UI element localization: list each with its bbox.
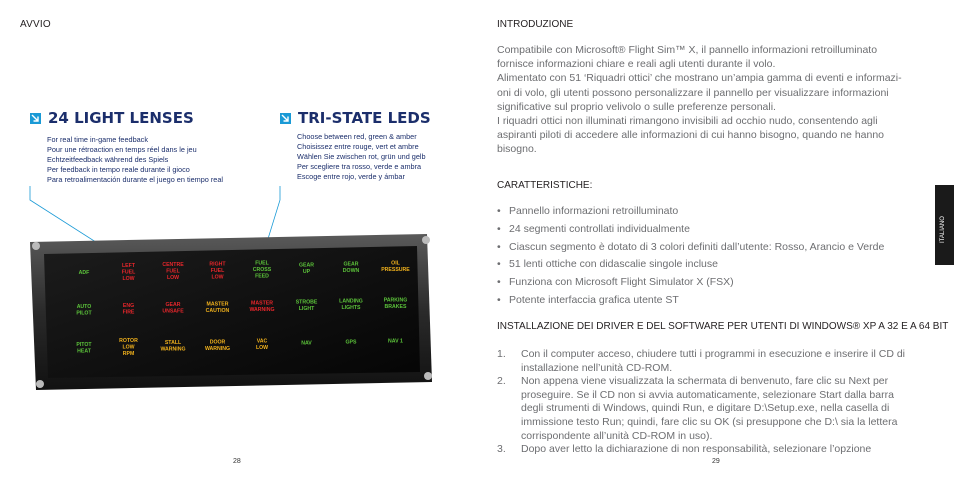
list-item: •24 segmenti controllati individualmente [497, 222, 690, 235]
feature-line: Para retroalimentación durante el juego … [47, 175, 224, 184]
language-tab-label: ITALIANO [940, 216, 946, 243]
list-item: •Pannello informazioni retroilluminato [497, 205, 679, 217]
feature-heading-light-lenses: 24 LIGHT LENSES [30, 109, 194, 127]
feature-line: Per feedback in tempo reale durante il g… [47, 165, 190, 174]
intro-line: Alimentato con 51 ‘Riquadri ottici’ che … [497, 72, 902, 85]
list-item: 1. Con il computer acceso, chiudere tutt… [497, 348, 905, 374]
feature-line: For real time in-game feedback [47, 135, 148, 144]
intro-line: oni di volo, gli utenti possono personal… [497, 86, 889, 99]
page-number: 28 [233, 458, 241, 465]
feature-line: Per scegliere tra rosso, verde e ambra [297, 162, 422, 171]
intro-line: significative sul proprio velivolo o sul… [497, 100, 776, 113]
list-item: •Ciascun segmento è dotato di 3 colori d… [497, 240, 885, 253]
install-steps: 1. Con il computer acceso, chiudere tutt… [497, 348, 937, 457]
panel-lens-label: NAV 1 [388, 339, 403, 345]
arrow-icon [280, 112, 291, 124]
arrow-icon [30, 112, 41, 124]
language-tab: ITALIANO [935, 185, 954, 265]
section-label: AVVIO [20, 19, 51, 30]
panel-lens-label: ADF [79, 270, 90, 276]
list-item: 2. Non appena viene visualizzata la sche… [497, 375, 898, 442]
intro-line: Compatibile con Microsoft® Flight Sim™ X… [497, 44, 878, 56]
feature-line: Choose between red, green & amber [297, 132, 417, 141]
intro-line: fornisce informazioni chiare e reali agl… [497, 58, 776, 71]
features-list: •Pannello informazioni retroilluminato •… [497, 205, 884, 312]
install-title: INSTALLAZIONE DEI DRIVER E DEL SOFTWARE … [497, 321, 949, 332]
features-title: CARATTERISTICHE: [497, 180, 593, 191]
feature-description: For real time in-game feedback Pour une … [47, 135, 223, 185]
feature-title: TRI-STATE LEDS [298, 109, 431, 127]
panel-lens-label: NAV [301, 341, 312, 347]
intro-line: I riquadri ottici non illuminati rimango… [497, 115, 878, 128]
intro-title: INTRODUZIONE [497, 19, 574, 30]
list-item: 3. Dopo aver letto la dichiarazione di n… [497, 443, 872, 456]
feature-line: Echtzeitfeedback während des Spiels [47, 155, 169, 164]
feature-line: Escoge entre rojo, verde y ámbar [297, 172, 405, 181]
list-item: •51 lenti ottiche con didascalie singole… [497, 258, 718, 271]
intro-paragraph: Compatibile con Microsoft® Flight Sim™ X… [497, 43, 937, 157]
intro-line: aspiranti piloti di accedere alle inform… [497, 129, 885, 142]
feature-line: Wählen Sie zwischen rot, grün und gelb [297, 152, 426, 161]
intro-line: bisogno. [497, 143, 537, 156]
page-number: 29 [712, 458, 720, 465]
feature-description: Choose between red, green & amber Choisi… [297, 132, 426, 182]
feature-line: Pour une rétroaction en temps réel dans … [47, 145, 197, 154]
list-item: •Funziona con Microsoft Flight Simulator… [497, 276, 734, 289]
list-item: •Potente interfaccia grafica utente ST [497, 293, 679, 306]
feature-heading-tri-state-leds: TRI-STATE LEDS [280, 109, 431, 127]
feature-line: Choisissez entre rouge, vert et ambre [297, 142, 419, 151]
feature-title: 24 LIGHT LENSES [48, 109, 194, 127]
panel-lens-label: GPS [346, 340, 357, 346]
